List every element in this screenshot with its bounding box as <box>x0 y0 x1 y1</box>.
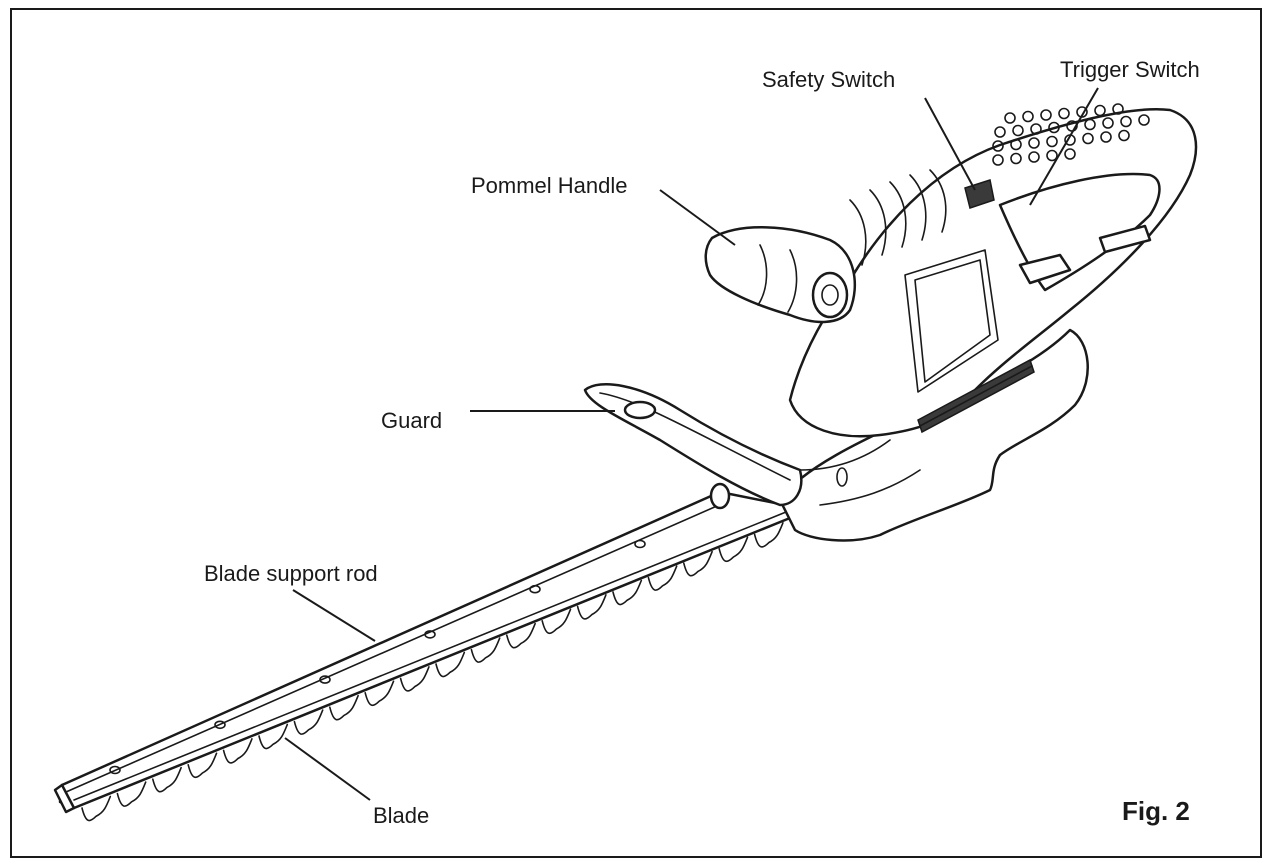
vent-hole <box>1058 107 1070 120</box>
blade-tooth <box>647 565 678 591</box>
vent-hole <box>1010 138 1022 151</box>
leader-lines <box>284 87 1099 801</box>
callout-labels: Safety Switch Trigger Switch Pommel Hand… <box>204 57 1200 828</box>
rod-rivet <box>634 539 646 549</box>
figure-caption: Fig. 2 <box>1122 796 1190 826</box>
vent-hole <box>1010 152 1022 165</box>
blade-tooth <box>399 666 430 692</box>
blade-tooth <box>329 694 359 721</box>
vent-hole <box>1118 129 1130 142</box>
vent-hole <box>1046 149 1058 162</box>
vent-holes <box>992 103 1150 166</box>
blade-tooth <box>683 550 713 577</box>
vent-hole <box>992 140 1004 152</box>
vent-hole <box>1028 151 1040 163</box>
label-guard: Guard <box>381 408 442 433</box>
vent-hole <box>1084 118 1096 131</box>
blade-tooth <box>506 622 536 649</box>
blade-assembly <box>53 490 792 822</box>
blade-tooth <box>435 651 466 678</box>
rod-rivets <box>109 539 646 775</box>
vent-hole <box>1120 115 1132 128</box>
rod-rivet <box>319 675 331 684</box>
trimmer-body <box>778 103 1198 542</box>
vent-hole <box>1048 121 1060 134</box>
vent-hole <box>1082 132 1094 145</box>
blade-tooth <box>718 536 749 563</box>
side-panel <box>914 259 991 383</box>
vent-hole <box>1138 114 1150 126</box>
rod-rivet <box>109 765 121 775</box>
leader-blade <box>284 737 371 801</box>
switch-details <box>709 179 1152 510</box>
leader-safety-switch <box>924 97 976 191</box>
vent-hole <box>1100 131 1112 143</box>
blade-tooth <box>258 723 289 750</box>
blade-tooth <box>187 752 218 779</box>
blade-tooth <box>753 522 784 548</box>
label-blade: Blade <box>373 803 429 828</box>
blade-tip-shape <box>53 783 76 814</box>
blade-tooth <box>612 579 643 606</box>
rod-rivet <box>214 720 226 730</box>
vent-hole <box>992 154 1004 166</box>
blade-tooth <box>293 709 324 735</box>
vent-hole <box>1040 109 1052 121</box>
vent-hole <box>1064 148 1076 160</box>
vent-hole <box>1102 117 1114 129</box>
vent-hole <box>1112 103 1124 115</box>
guard-shape <box>583 383 803 507</box>
blade-tooth <box>116 781 147 807</box>
blade-tooth <box>576 594 607 620</box>
blade-tooth <box>152 766 182 793</box>
blade-teeth <box>81 522 784 822</box>
vent-hole <box>1022 110 1034 123</box>
vent-hole <box>1094 104 1106 117</box>
vent-hole <box>1028 137 1040 149</box>
leader-pommel-handle <box>659 189 736 246</box>
vent-hole <box>994 126 1006 138</box>
leader-blade-support-rod <box>292 589 376 642</box>
vent-hole <box>1030 123 1042 135</box>
trigger-switch-shape <box>1018 253 1072 285</box>
blade-tooth <box>364 680 395 707</box>
blade-tooth <box>541 608 572 635</box>
label-trigger-switch: Trigger Switch <box>1060 57 1200 82</box>
leader-trigger-switch <box>1029 87 1099 206</box>
label-pommel-handle: Pommel Handle <box>471 173 628 198</box>
blade-tooth <box>81 795 112 822</box>
vent-hole <box>1012 124 1024 137</box>
blade-tooth <box>470 637 501 663</box>
guard-part <box>583 383 803 507</box>
label-blade-support-rod: Blade support rod <box>204 561 378 586</box>
vent-hole <box>1004 112 1016 124</box>
vent-hole <box>1046 135 1058 148</box>
rod-rivet <box>529 584 541 594</box>
rod-rivet <box>424 630 436 639</box>
figure-frame <box>10 8 1262 858</box>
label-safety-switch: Safety Switch <box>762 67 895 92</box>
blade-tooth <box>222 738 253 764</box>
pommel-handle-part <box>704 169 947 324</box>
